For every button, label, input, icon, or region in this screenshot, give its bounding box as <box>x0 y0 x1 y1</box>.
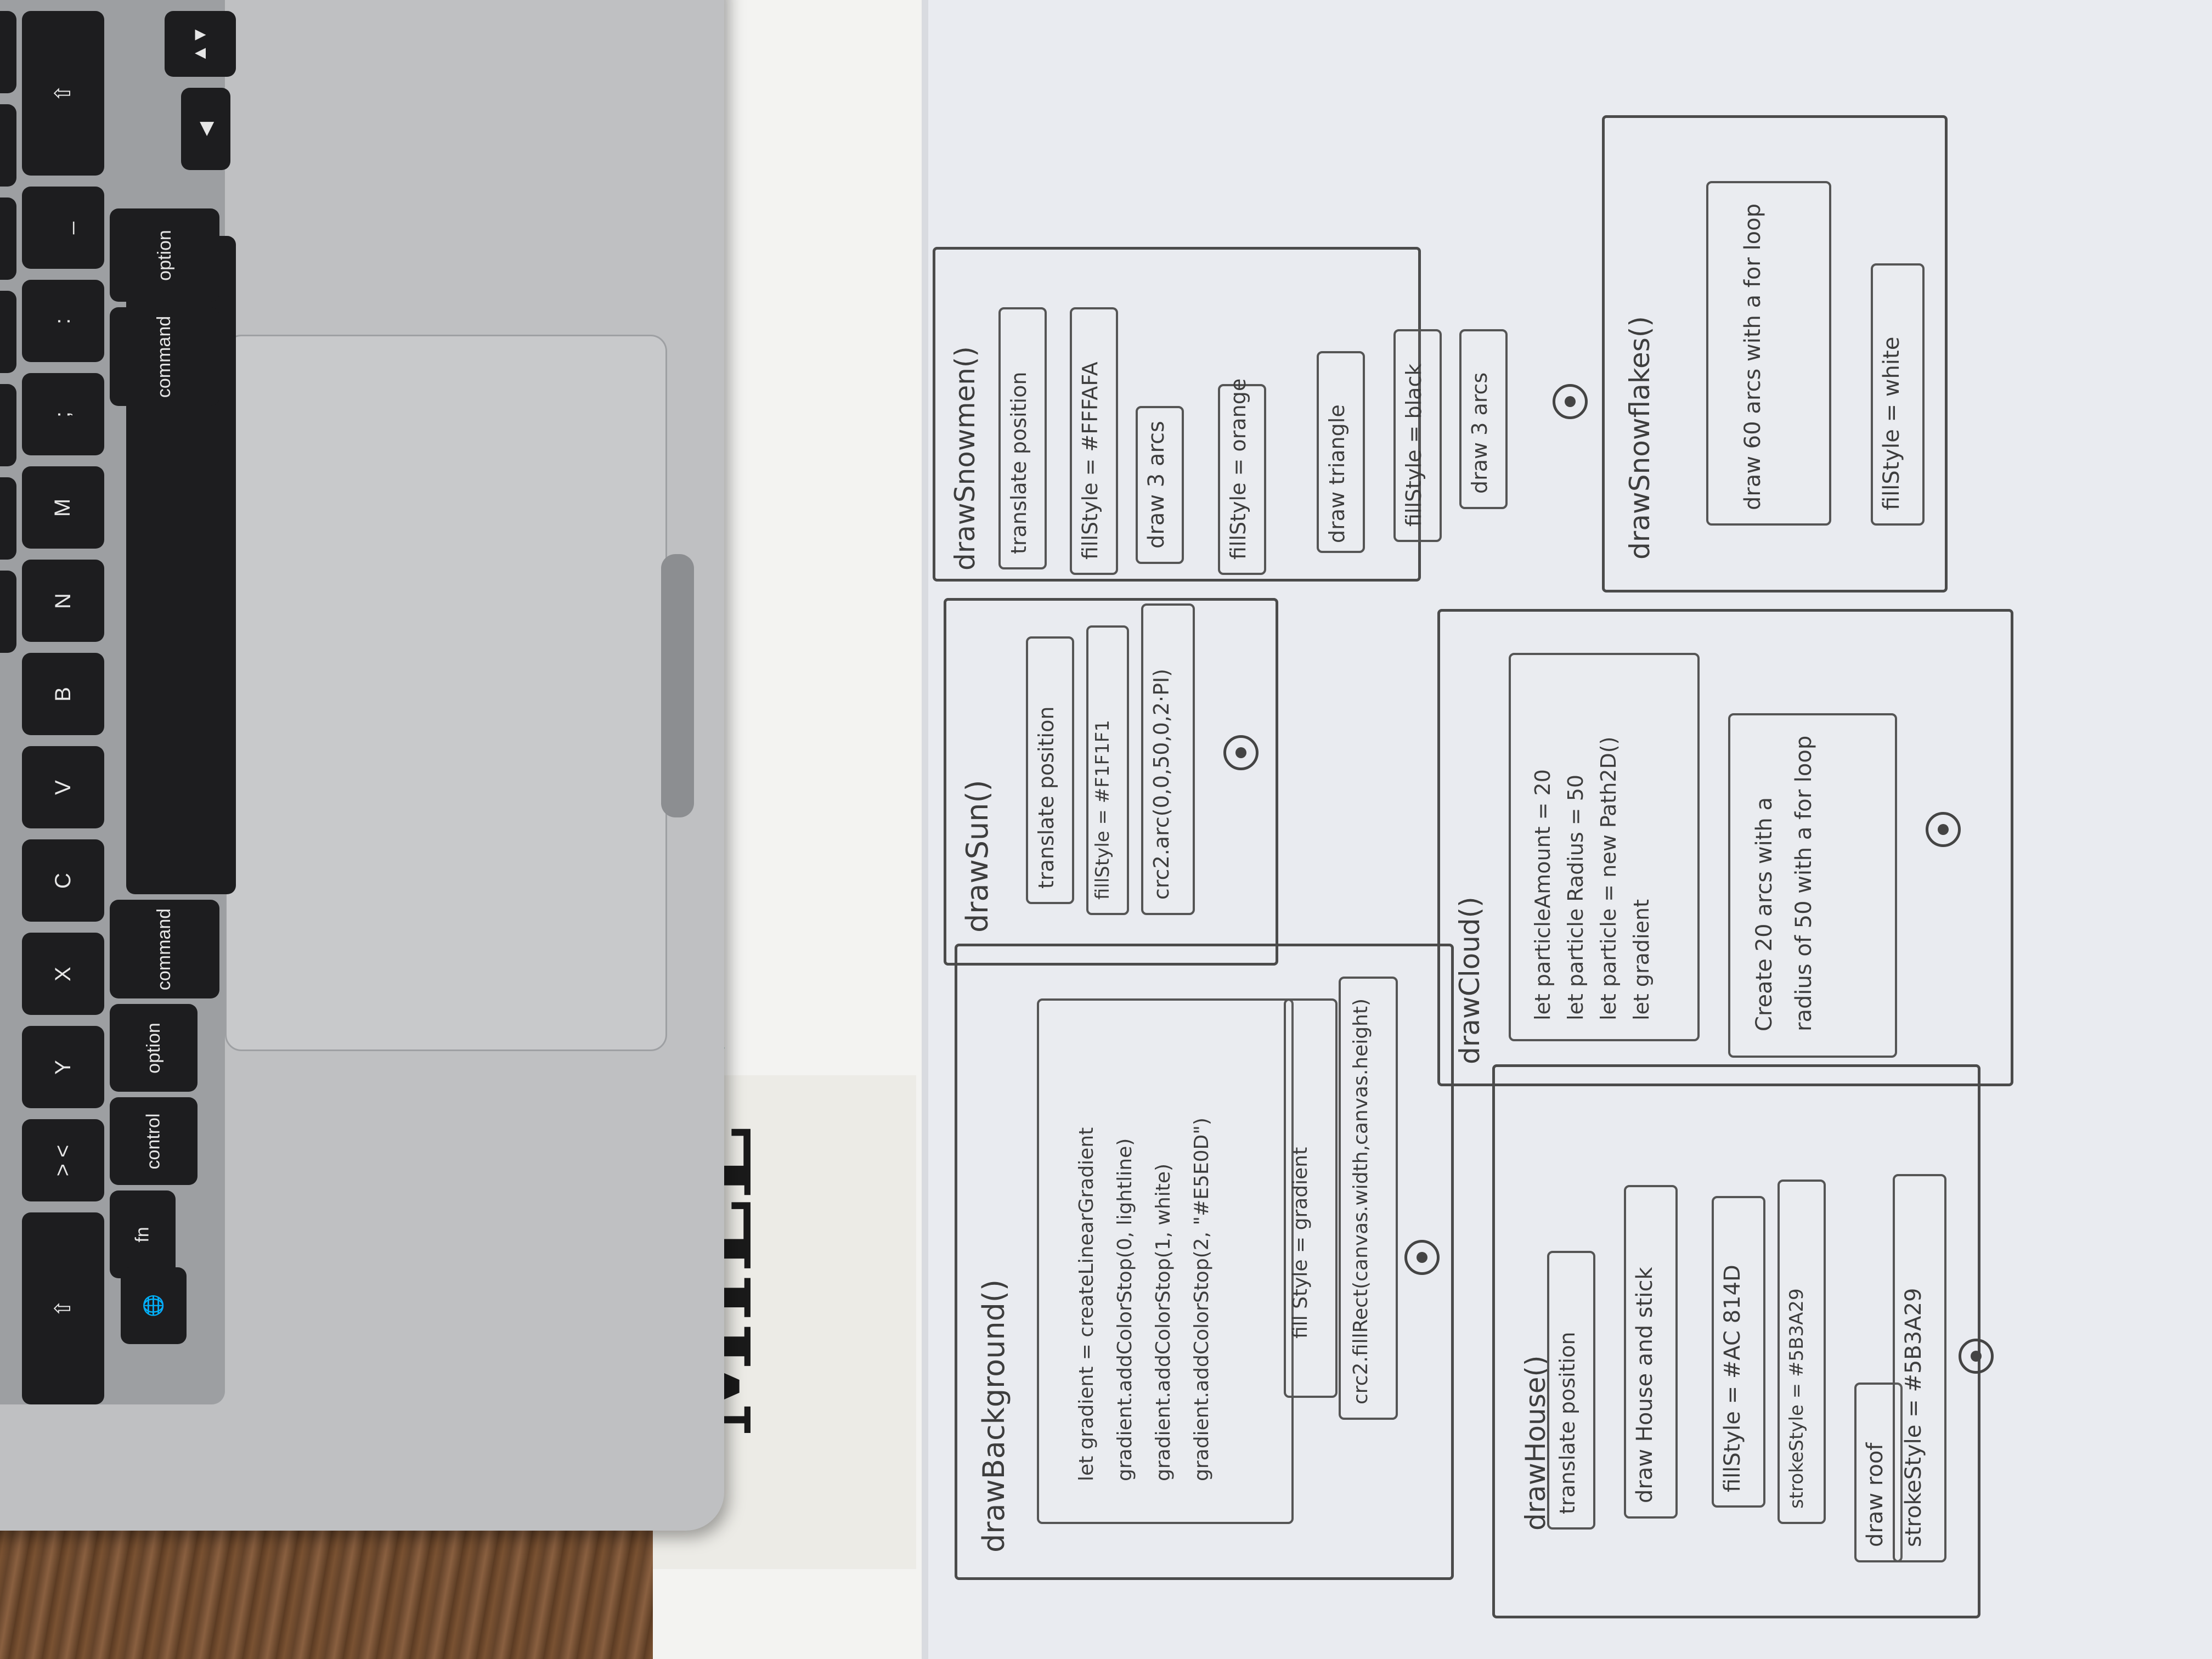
step-text: translate position <box>1007 371 1031 554</box>
key-angle[interactable]: > < <box>22 1119 104 1201</box>
step-text: gradient.addColorStop(1, white) <box>1152 1163 1175 1481</box>
diagram-draw-snowmen <box>933 247 1421 582</box>
end-node <box>1404 1240 1440 1275</box>
action-node <box>1728 713 1897 1058</box>
key-c[interactable]: C <box>22 839 104 922</box>
step-text: draw House and stick <box>1632 1267 1657 1503</box>
key-underscore[interactable]: _ <box>22 187 104 269</box>
action-node <box>1547 1251 1595 1530</box>
key-globe[interactable]: 🌐 <box>121 1267 187 1344</box>
action-node <box>1136 406 1184 564</box>
action-node <box>1712 1196 1765 1508</box>
step-text: fill Style = gradient <box>1289 1147 1312 1339</box>
step-text: fillStyle = #AC 814D <box>1720 1265 1745 1492</box>
step-text: translate position <box>1555 1331 1579 1514</box>
trackpad[interactable] <box>225 335 667 1051</box>
key-v[interactable]: V <box>22 746 104 828</box>
action-node <box>1026 636 1074 904</box>
key-shift-left[interactable]: ⇧ <box>22 1212 104 1404</box>
diagram-draw-sun <box>944 598 1278 966</box>
diagram-draw-background <box>955 944 1454 1580</box>
key-shift-right[interactable]: ⇧ <box>22 11 104 176</box>
step-text: Create 20 arcs with a radius of 50 with … <box>1752 735 1816 1031</box>
end-node <box>1223 735 1259 770</box>
action-node <box>1070 307 1118 575</box>
action-node <box>1778 1180 1826 1524</box>
step-text: translate position <box>1034 706 1058 889</box>
step-text: let particle = new Path2D() <box>1596 736 1621 1020</box>
step-text: let particleAmount = 20 <box>1531 769 1555 1020</box>
action-node <box>1284 998 1338 1398</box>
step-text: draw triangle <box>1325 404 1349 543</box>
key-h[interactable]: H <box>0 571 16 653</box>
diagram-title: drawCloud() <box>1454 896 1486 1064</box>
key-option-right[interactable]: option <box>110 208 219 302</box>
action-node <box>1218 384 1266 575</box>
action-node <box>1393 329 1442 542</box>
key-arrow-left[interactable]: ◀ <box>181 88 230 170</box>
step-text: draw roof <box>1863 1442 1888 1547</box>
action-node <box>1624 1185 1678 1519</box>
diagram-title: drawSnowmen() <box>949 346 981 571</box>
key-arrow-up-down[interactable]: ▲▼ <box>165 11 236 77</box>
step-text: fillStyle = #F1F1F1 <box>1092 720 1114 900</box>
action-node <box>1509 653 1700 1041</box>
end-node <box>1959 1339 1994 1374</box>
diagram-title: drawSun() <box>960 780 995 933</box>
key-fn[interactable]: fn <box>110 1190 176 1278</box>
diagram-draw-cloud <box>1437 609 2013 1086</box>
step-text: crc2.arc(0,0,50,0,2·PI) <box>1149 668 1173 900</box>
sheet-edge <box>922 0 928 1659</box>
step-text: fillStyle = black <box>1402 363 1426 527</box>
end-node <box>1926 812 1961 847</box>
diagram-title: drawSnowflakes() <box>1624 316 1656 560</box>
key-l[interactable]: L <box>0 291 16 373</box>
step-text: crc2.fillRect(canvas.width,canvas.height… <box>1350 998 1372 1404</box>
step-text: fillStyle = orange <box>1226 378 1250 560</box>
step-text: fillStyle = #FFFAFA <box>1078 362 1102 560</box>
action-node <box>1141 603 1195 915</box>
step-text: fillStyle = white <box>1879 336 1904 510</box>
key-semicolon[interactable]: ; <box>22 373 104 455</box>
key-command-left[interactable]: command <box>110 900 219 998</box>
key-control[interactable]: control <box>110 1097 198 1185</box>
step-text: let particle Radius = 50 <box>1564 774 1588 1020</box>
key-a-umlaut[interactable]: Ä <box>0 104 16 187</box>
step-text: gradient.addColorStop(2, "#E5E0D") <box>1190 1118 1213 1481</box>
step-text: strokeStyle = #5B3A29 <box>1901 1288 1926 1547</box>
key-n[interactable]: N <box>22 560 104 642</box>
step-text: draw 3 arcs <box>1468 372 1492 494</box>
end-node <box>1553 384 1588 419</box>
key-y[interactable]: Y <box>22 1026 104 1108</box>
key-b[interactable]: B <box>22 653 104 735</box>
action-node <box>1086 625 1129 915</box>
key-j[interactable]: J <box>0 477 16 560</box>
key-hash[interactable]: # <box>0 11 16 93</box>
step-text: strokeStyle = #5B3A29 <box>1786 1288 1808 1509</box>
step-text: gradient.addColorStop(0, lightline) <box>1114 1138 1136 1481</box>
key-option-left[interactable]: option <box>110 1004 198 1092</box>
step-text: draw 3 arcs <box>1144 421 1169 549</box>
action-node <box>998 307 1047 569</box>
lid-notch <box>661 554 694 817</box>
key-o-umlaut[interactable]: Ö <box>0 198 16 280</box>
step-text: let gradient = createLinearGradient <box>1075 1127 1098 1481</box>
action-node <box>1459 329 1508 509</box>
diagram-title: drawBackground() <box>977 1279 1011 1553</box>
step-text: let gradient <box>1629 899 1654 1020</box>
action-node <box>1893 1174 1946 1562</box>
diagram-draw-snowflakes <box>1602 115 1948 592</box>
action-node <box>1037 998 1294 1524</box>
key-colon[interactable]: : <box>22 280 104 362</box>
key-command-right[interactable]: command <box>110 307 219 406</box>
key-x[interactable]: X <box>22 933 104 1015</box>
diagram-sheet <box>922 0 2212 1659</box>
key-m[interactable]: M <box>22 466 104 549</box>
action-node <box>1706 181 1831 526</box>
step-text: draw 60 arcs with a for loop <box>1740 204 1765 510</box>
action-node <box>1317 351 1365 553</box>
action-node <box>1339 977 1398 1420</box>
action-node <box>1871 263 1925 526</box>
key-k[interactable]: K <box>0 384 16 466</box>
